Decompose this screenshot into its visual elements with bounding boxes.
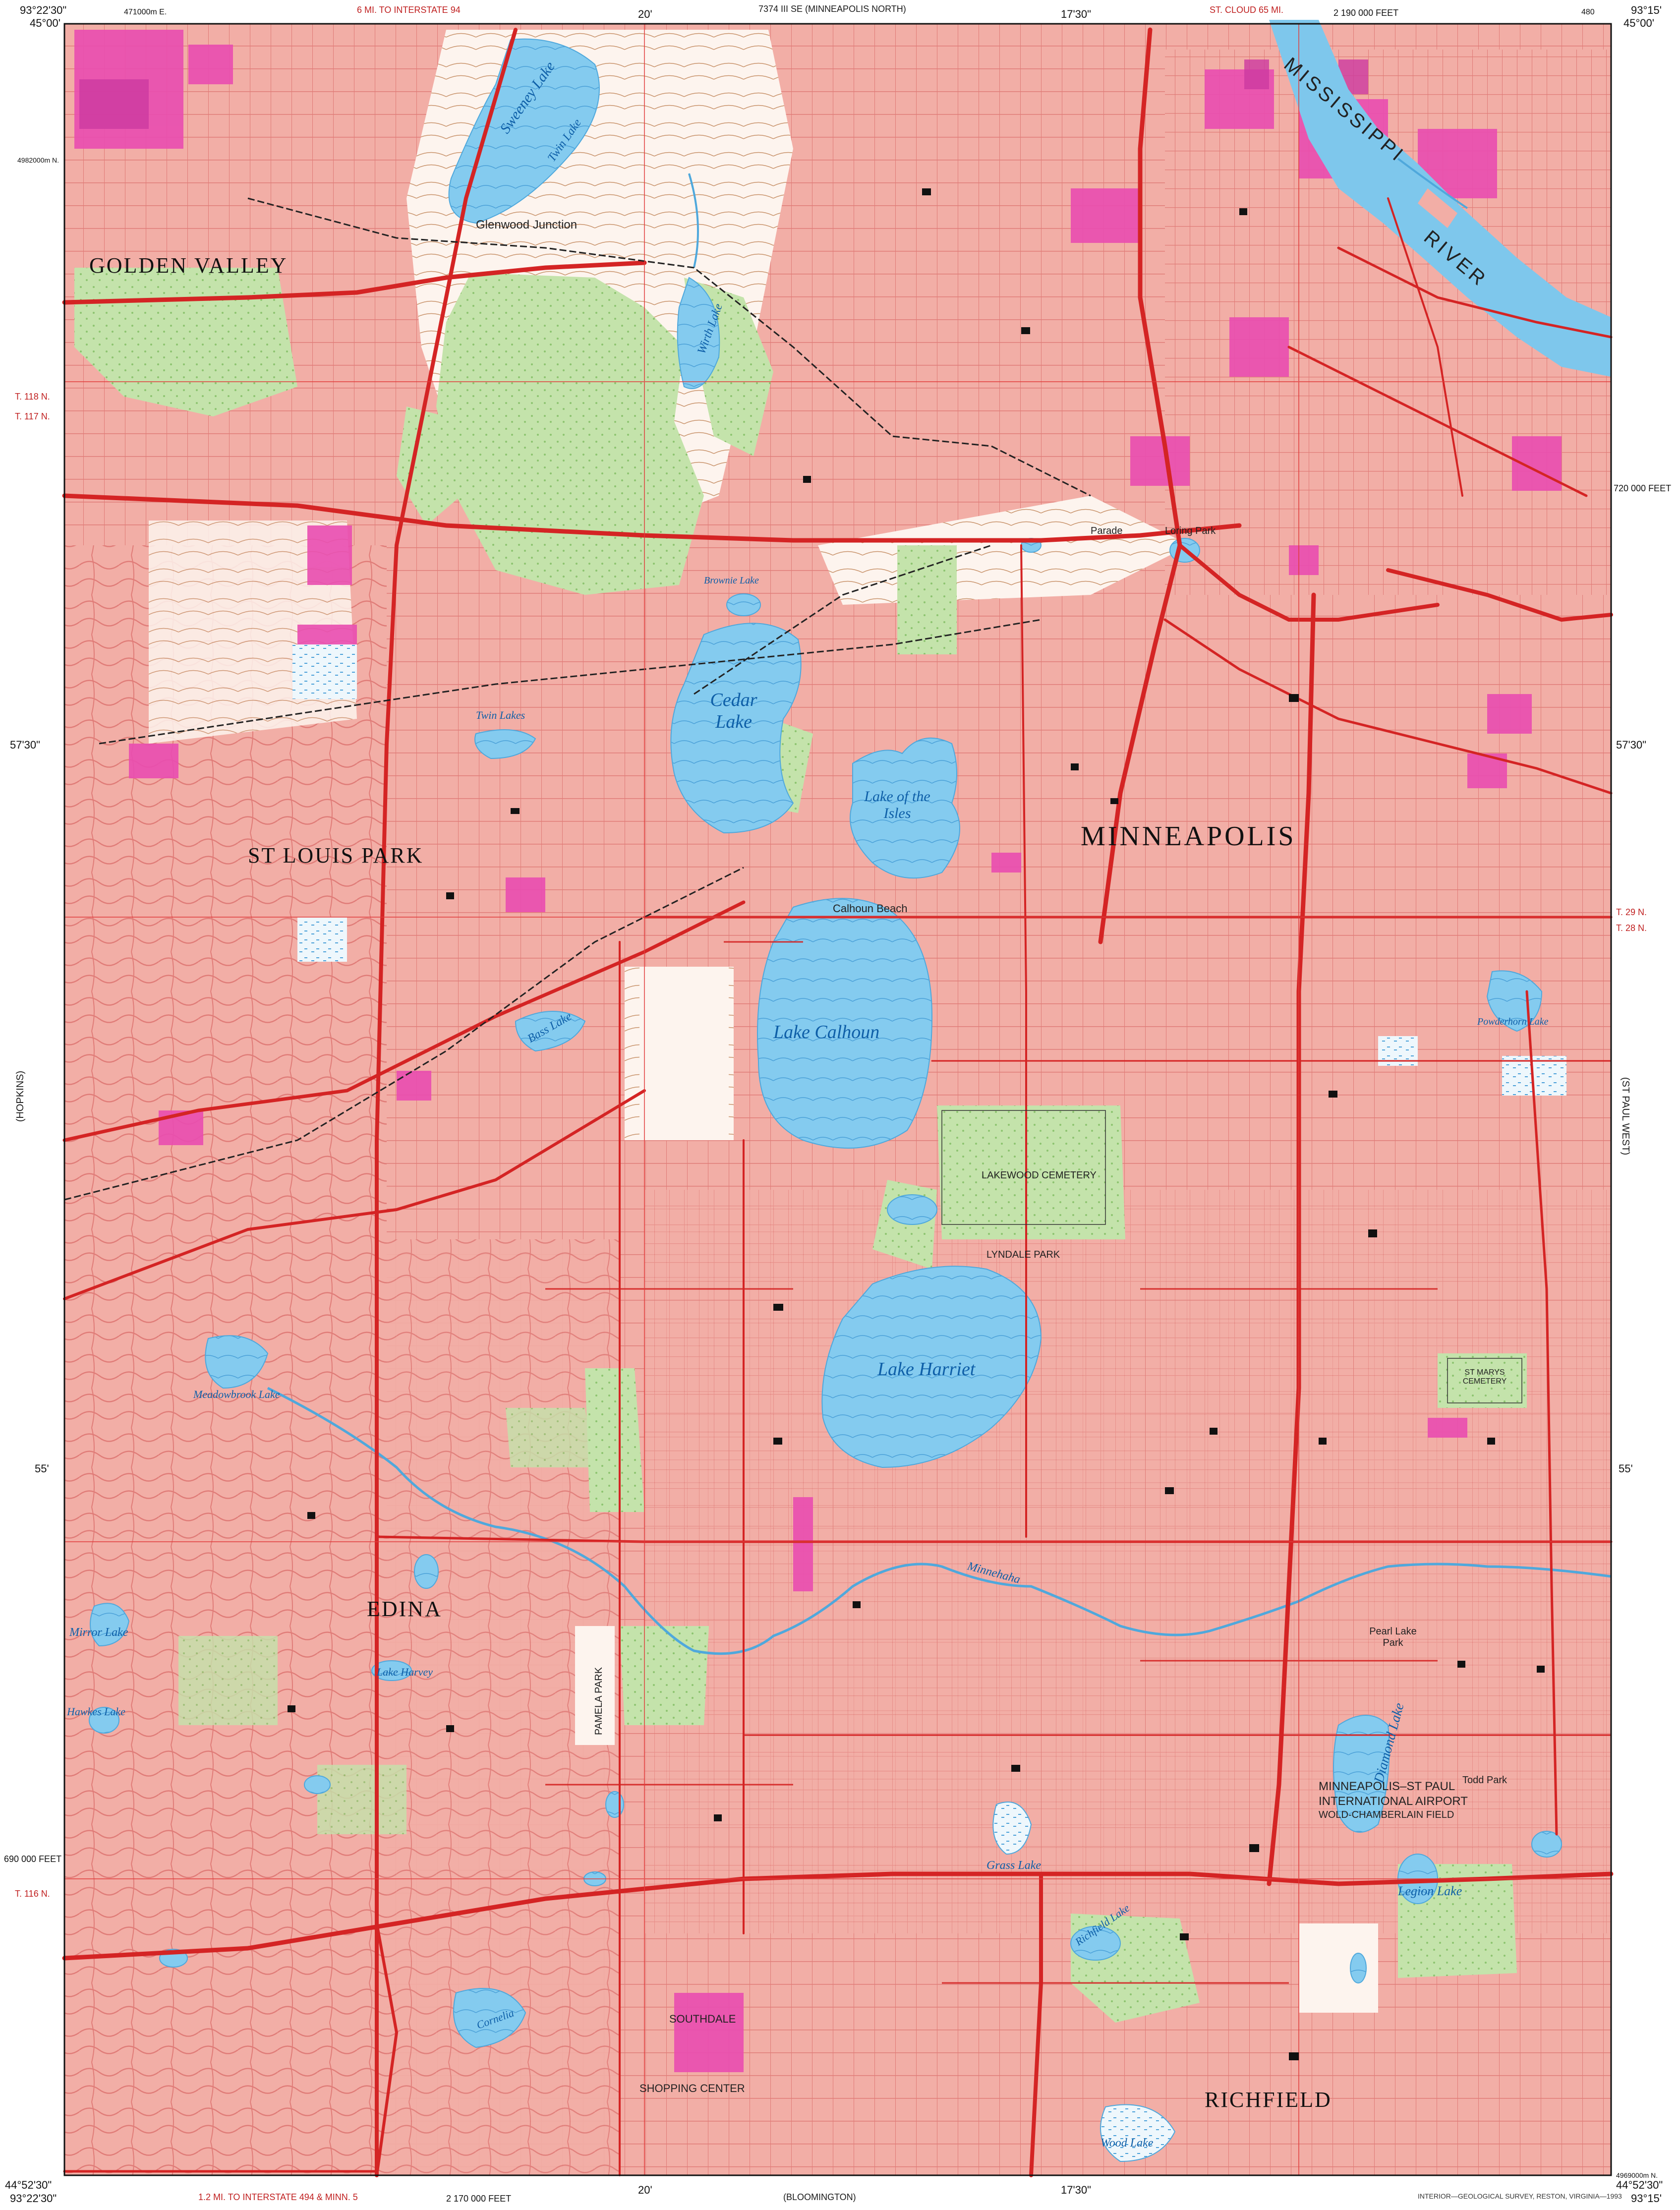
place-label-parade: Parade	[1091, 525, 1123, 536]
grid-feet-left: 690 000 FEET	[4, 1854, 62, 1864]
city-label-st-louis-park: ST LOUIS PARK	[248, 843, 424, 868]
lake-label-twin-lakes: Twin Lakes	[476, 709, 525, 721]
place-label-st-marys-cemetery: ST MARYS CEMETERY	[1462, 1368, 1507, 1386]
tick-bottom-20: 20'	[638, 2184, 652, 2196]
place-label-glenwood-junction: Glenwood Junction	[476, 218, 578, 232]
township-t117n: T. 117 N.	[15, 411, 50, 421]
tick-right-55: 55'	[1619, 1462, 1633, 1475]
corner-tl-lon: 93°22'30"	[20, 4, 67, 16]
tick-bottom-1730: 17'30"	[1061, 2184, 1091, 2196]
township-t28n: T. 28 N.	[1616, 923, 1647, 933]
place-label-pearl-lake-park: Pearl Lake Park	[1369, 1626, 1417, 1648]
lake-label-harvey: Lake Harvey	[377, 1666, 433, 1678]
tick-top-20: 20'	[638, 8, 652, 20]
township-t29n: T. 29 N.	[1616, 907, 1647, 917]
margin-top-right-road: ST. CLOUD 65 MI.	[1210, 5, 1284, 15]
place-label-calhoun-beach: Calhoun Beach	[833, 902, 908, 915]
corner-br-lat: 44°52'30"	[1616, 2179, 1663, 2191]
place-label-southdale: SOUTHDALE	[669, 2013, 736, 2025]
grid-utm-4969: 4969000m N.	[1616, 2171, 1658, 2179]
place-label-airport-2: INTERNATIONAL AIRPORT	[1319, 1795, 1468, 1808]
city-label-golden-valley: GOLDEN VALLEY	[89, 253, 288, 278]
grid-feet-right: 720 000 FEET	[1614, 483, 1672, 493]
tick-left-5730: 57'30"	[10, 739, 40, 751]
lake-shapes	[89, 38, 1566, 2162]
lake-label-meadowbrook: Meadowbrook Lake	[193, 1388, 280, 1400]
lake-label-legion: Legion Lake	[1398, 1884, 1462, 1898]
place-label-shopping-center: SHOPPING CENTER	[639, 2082, 745, 2094]
lake-label-cedar: Cedar Lake	[710, 690, 757, 732]
margin-bottom-left-road: 1.2 MI. TO INTERSTATE 494 & MINN. 5	[198, 2192, 358, 2202]
corner-tl-lat: 45°00'	[30, 17, 60, 29]
place-label-lakewood-cemetery: LAKEWOOD CEMETERY	[982, 1170, 1097, 1181]
margin-top-quad: 7374 III SE (MINNEAPOLIS NORTH)	[758, 4, 906, 14]
lake-label-brownie: Brownie Lake	[704, 575, 759, 586]
grid-utm-471: 471000m E.	[124, 8, 167, 16]
margin-left-quad: (HOPKINS)	[15, 1070, 26, 1122]
lake-label-isles: Lake of the Isles	[864, 788, 930, 821]
city-label-minneapolis: MINNEAPOLIS	[1081, 821, 1296, 852]
corner-bl-lat: 44°52'30"	[5, 2179, 52, 2191]
corner-br-lon: 93°15'	[1631, 2192, 1662, 2205]
lake-label-grass: Grass Lake	[986, 1859, 1042, 1872]
margin-right-quad: (ST PAUL WEST)	[1620, 1077, 1631, 1156]
tick-top-1730: 17'30"	[1061, 8, 1091, 20]
footer-credit: INTERIOR—GEOLOGICAL SURVEY, RESTON, VIRG…	[1418, 2192, 1622, 2200]
city-label-richfield: RICHFIELD	[1205, 2088, 1332, 2112]
corner-tr-lon: 93°15'	[1631, 4, 1662, 16]
margin-bottom-quad: (BLOOMINGTON)	[783, 2192, 856, 2202]
lake-label-calhoun: Lake Calhoun	[773, 1022, 880, 1043]
grid-feet-bottom: 2 170 000 FEET	[446, 2194, 512, 2204]
township-t118n: T. 118 N.	[15, 392, 50, 402]
lake-label-wood: Wood Lake	[1101, 2137, 1154, 2150]
place-label-pamela-park: PAMELA PARK	[593, 1667, 605, 1736]
corner-bl-lon: 93°22'30"	[10, 2192, 57, 2205]
tick-right-5730: 57'30"	[1616, 739, 1646, 751]
place-label-airport-1: MINNEAPOLIS–ST PAUL	[1319, 1780, 1455, 1793]
grid-feet-top: 2 190 000 FEET	[1333, 8, 1399, 18]
corner-tr-lat: 45°00'	[1623, 17, 1654, 29]
margin-top-left-road: 6 MI. TO INTERSTATE 94	[357, 5, 461, 15]
place-label-loring-park: Loring Park	[1165, 525, 1216, 536]
grid-utm-480: 480	[1581, 8, 1595, 16]
city-label-edina: EDINA	[367, 1597, 442, 1621]
lake-label-mirror: Mirror Lake	[69, 1626, 128, 1639]
lake-label-powderhorn: Powderhorn Lake	[1477, 1016, 1549, 1027]
lake-label-harriet: Lake Harriet	[877, 1359, 976, 1380]
township-t116n: T. 116 N.	[15, 1889, 50, 1899]
place-label-airport-3: WOLD-CHAMBERLAIN FIELD	[1319, 1809, 1454, 1820]
grid-utm-4982: 4982000m N.	[17, 156, 59, 164]
place-label-lyndale-park: LYNDALE PARK	[986, 1249, 1060, 1260]
place-label-todd-park: Todd Park	[1462, 1775, 1507, 1786]
tick-left-55: 55'	[35, 1462, 49, 1475]
lake-label-hawkes: Hawkes Lake	[67, 1705, 125, 1718]
